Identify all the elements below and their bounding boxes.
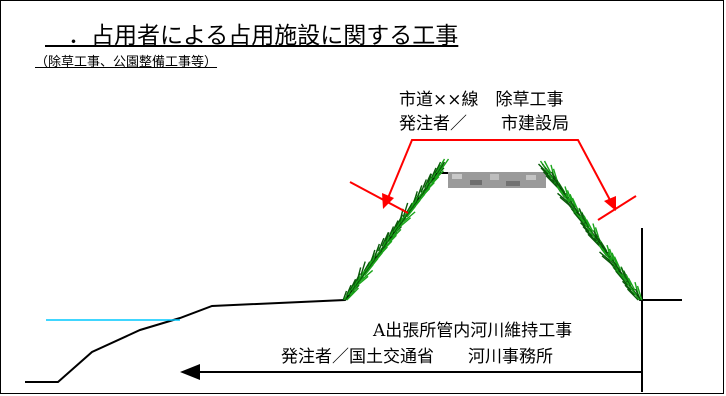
grass-blade bbox=[636, 285, 643, 301]
grass-blade bbox=[599, 251, 611, 262]
grass-blade bbox=[381, 240, 393, 252]
grass-blade bbox=[377, 237, 385, 252]
grass-blade bbox=[437, 161, 446, 174]
grass-blade bbox=[402, 211, 416, 223]
grass-blade bbox=[620, 267, 628, 281]
grass-blade bbox=[557, 192, 569, 203]
grass-blade bbox=[582, 226, 594, 237]
grass-blade bbox=[370, 249, 376, 262]
grass-blade bbox=[558, 189, 570, 203]
grass-blade bbox=[438, 158, 450, 174]
river-work-label: A出張所管内河川維持工事 bbox=[373, 321, 573, 341]
embankment-profile bbox=[25, 172, 682, 383]
arrow-head-right bbox=[604, 196, 616, 211]
grass-blade bbox=[387, 231, 398, 242]
grass-blade bbox=[621, 280, 632, 291]
grass-blade bbox=[611, 252, 618, 267]
grass-blade bbox=[360, 269, 374, 281]
grass-blade bbox=[385, 234, 397, 247]
grass-blade bbox=[349, 278, 357, 291]
grass-blade bbox=[416, 185, 423, 198]
arrow-head-bottom bbox=[180, 364, 200, 380]
grass-blade bbox=[342, 290, 348, 301]
grass-blade bbox=[424, 182, 435, 194]
diagram-title: ．占用者による占用施設に関する工事 bbox=[45, 23, 459, 49]
road-surface bbox=[448, 172, 546, 188]
grass-blade bbox=[623, 271, 631, 286]
grass-blade bbox=[430, 173, 440, 184]
grass-blade bbox=[613, 256, 622, 271]
grass-blade bbox=[346, 287, 360, 301]
grass-blade bbox=[581, 212, 589, 228]
grass-blade bbox=[360, 261, 366, 276]
grass-blade bbox=[614, 263, 624, 276]
river-orderer-label: 発注者／国土交通省 河川事務所 bbox=[281, 347, 553, 367]
grass-blade bbox=[626, 288, 639, 301]
grass-right-slope bbox=[537, 160, 643, 301]
grass-blade bbox=[569, 193, 576, 208]
grass-blade bbox=[392, 220, 399, 232]
grass-blade bbox=[385, 232, 390, 242]
grass-blade bbox=[600, 248, 612, 262]
grass-blade bbox=[396, 217, 404, 228]
grass-blade bbox=[381, 231, 390, 247]
grass-blade bbox=[399, 217, 412, 228]
grass-blade bbox=[374, 243, 381, 257]
grass-blade bbox=[345, 290, 355, 301]
grass-blade bbox=[431, 170, 444, 184]
grass-blade bbox=[579, 222, 590, 233]
grass-blade bbox=[537, 163, 548, 174]
grass-blade bbox=[431, 167, 437, 179]
diagram-subtitle: （除草工事、公園整備工事等） bbox=[35, 55, 218, 70]
grass-blade bbox=[402, 202, 409, 218]
grass-blade bbox=[543, 160, 552, 174]
grass-blade bbox=[606, 244, 611, 257]
grass-blade bbox=[435, 158, 446, 174]
grass-blade bbox=[395, 217, 407, 233]
grass-blade bbox=[542, 171, 555, 184]
grass-blade bbox=[423, 173, 432, 188]
city-road-orderer-label: 発注者／ 市建設局 bbox=[399, 114, 569, 134]
grass-blade bbox=[388, 226, 395, 237]
grass-blade bbox=[627, 277, 636, 291]
grass-blade bbox=[378, 246, 388, 257]
grass-blade bbox=[356, 275, 369, 286]
grass-left-slope bbox=[342, 158, 450, 301]
grass-blade bbox=[566, 190, 573, 203]
grass-blade bbox=[388, 228, 402, 242]
grass-blade bbox=[608, 248, 615, 262]
city-work-range-arrow bbox=[349, 139, 637, 221]
city-road-work-label: 市道××線 除草工事 bbox=[399, 90, 564, 110]
grass-blade bbox=[427, 176, 440, 189]
grass-blade bbox=[420, 179, 427, 193]
grass-blade bbox=[571, 197, 580, 213]
grass-blade bbox=[572, 204, 582, 218]
grass-blade bbox=[615, 270, 629, 286]
grass-blade bbox=[354, 276, 361, 286]
grass-blade bbox=[628, 285, 640, 301]
arrow-head-left bbox=[382, 193, 394, 209]
grass-blade bbox=[578, 208, 586, 223]
grass-blade bbox=[356, 267, 362, 281]
grass-blade bbox=[634, 288, 642, 301]
grass-blade bbox=[540, 167, 552, 179]
grass-blade bbox=[584, 229, 597, 242]
grass-blade bbox=[564, 186, 569, 198]
grass-blade bbox=[585, 219, 594, 232]
grass-blade bbox=[420, 187, 431, 198]
grass-blade bbox=[434, 161, 442, 174]
grass-blade bbox=[353, 275, 365, 291]
grass-blade bbox=[413, 191, 418, 203]
grass-blade bbox=[346, 284, 352, 296]
grass-blade bbox=[573, 212, 587, 228]
grass-blade bbox=[624, 284, 636, 296]
grass-blade bbox=[427, 173, 433, 184]
